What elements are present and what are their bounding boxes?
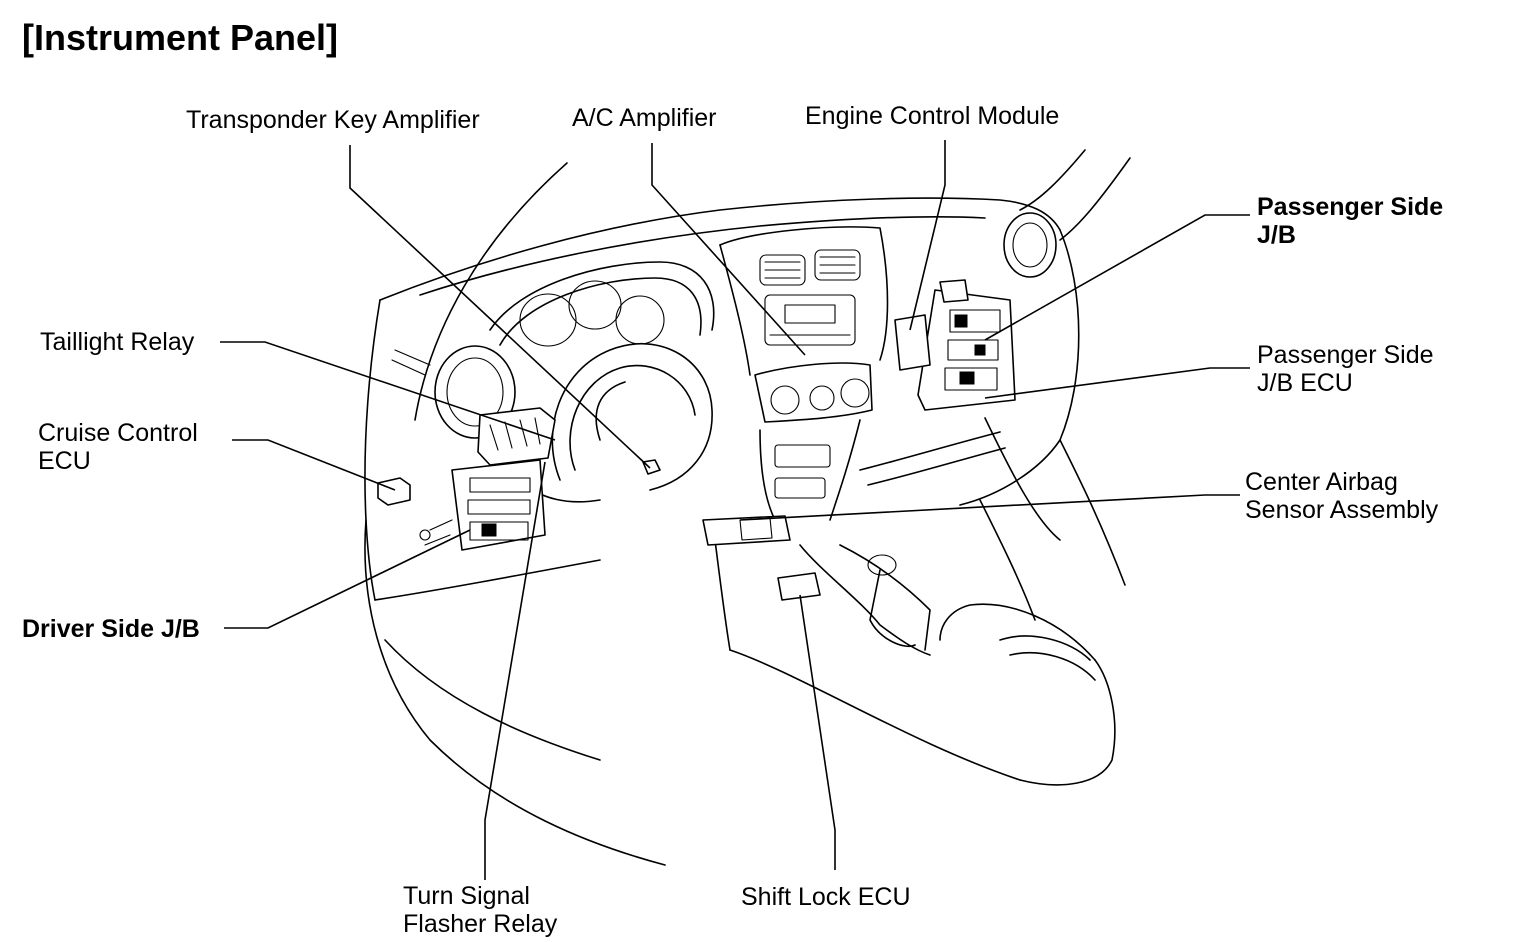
leader-passenger-jb: [984, 214, 1250, 341]
passenger-side-jb-component: [894, 279, 1016, 411]
leader-transponder: [349, 145, 651, 469]
leader-turn-signal: [484, 461, 546, 880]
leader-cruise: [232, 439, 396, 491]
left-vent: [391, 345, 516, 439]
leader-driver-jb: [224, 529, 471, 629]
label-turn-signal-flasher-relay: Turn Signal Flasher Relay: [403, 882, 558, 938]
label-taillight-relay: Taillight Relay: [40, 328, 195, 356]
leader-shift-lock: [799, 594, 836, 870]
label-center-airbag-sensor: Center Airbag Sensor Assembly: [1245, 468, 1439, 524]
dashboard-outline: [364, 149, 1131, 866]
label-cruise-control-ecu: Cruise Control ECU: [38, 419, 198, 475]
transponder-key-amplifier-component: [642, 459, 661, 475]
right-vent: [1003, 212, 1057, 278]
driver-side-jb-component: [419, 407, 556, 551]
label-driver-side-jb: Driver Side J/B: [22, 615, 200, 643]
center-stack: [719, 226, 889, 521]
label-ac-amplifier: A/C Amplifier: [572, 104, 717, 132]
cruise-control-ecu-component: [377, 477, 411, 506]
label-shift-lock-ecu: Shift Lock ECU: [741, 883, 911, 911]
leader-ac-amplifier: [651, 143, 806, 356]
label-passenger-side-jb: Passenger Side J/B: [1257, 193, 1444, 249]
label-transponder-key-amplifier: Transponder Key Amplifier: [186, 106, 480, 134]
leader-ecm: [909, 140, 946, 331]
leader-airbag: [739, 494, 1240, 521]
leader-taillight: [220, 341, 556, 441]
leader-lines: [220, 140, 1250, 880]
page-title: [Instrument Panel]: [22, 17, 339, 58]
shift-lock-ecu-component: [777, 572, 821, 601]
label-engine-control-module: Engine Control Module: [805, 102, 1060, 130]
center-console: [714, 499, 1116, 786]
label-passenger-side-jb-ecu: Passenger Side J/B ECU: [1257, 341, 1434, 397]
leader-passenger-jb-ecu: [984, 367, 1250, 399]
